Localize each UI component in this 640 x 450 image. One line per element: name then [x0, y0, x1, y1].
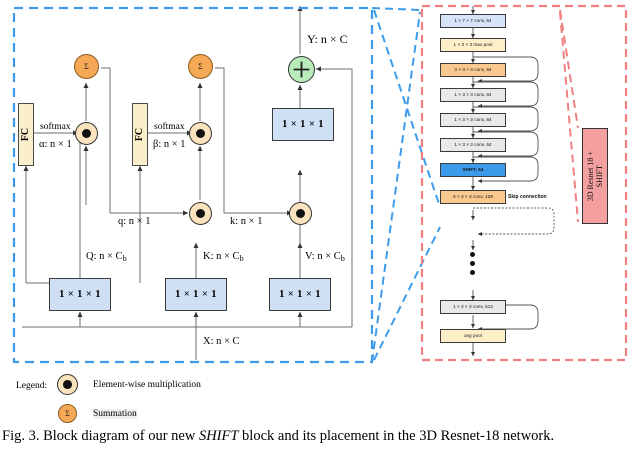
network-layer-0: 1 × 7 × 7 conv, 64 — [440, 14, 506, 28]
summation-alpha: Σ — [74, 54, 99, 79]
elementwise-multiply-beta — [189, 122, 212, 145]
output-projection-label: 1 × 1 × 1 — [282, 119, 324, 130]
legend-summation-icon: Σ — [58, 404, 77, 423]
alpha-weight-label: α: n × 1 — [39, 139, 72, 150]
elementwise-multiply-q — [189, 202, 212, 225]
network-layer-4-label: 1 × 3 × 3 conv, 64 — [454, 116, 492, 122]
elementwise-multiply-alpha — [75, 122, 98, 145]
fc-label-beta: FC — [134, 127, 146, 142]
residual-add-circle — [288, 56, 315, 83]
legend-multiply-icon — [57, 374, 78, 395]
fc-label-alpha: FC — [20, 127, 32, 142]
projection-label-v: 1 × 1 × 1 — [279, 289, 321, 300]
caption-part2: block and its placement in the 3D Resnet… — [238, 428, 555, 444]
network-layer-4: 1 × 3 × 3 conv, 64 — [440, 113, 506, 127]
network-layer-7: 3 × 3 × 3 conv, 128 — [440, 190, 506, 204]
summation-symbol-beta: Σ — [198, 62, 203, 71]
beta-weight-label: β: n × 1 — [153, 139, 186, 150]
network-side-label-line2: SHIFT — [595, 164, 604, 188]
network-layer-2-label: 3 × 3 × 3 conv, 64 — [454, 66, 492, 72]
summation-symbol-alpha: Σ — [84, 62, 89, 71]
caption-prefix: Fig. 3. — [2, 428, 40, 444]
ellipsis-dots — [470, 252, 475, 275]
softmax-label-beta: softmax — [154, 122, 185, 132]
stream-label-v: V: n × Cb — [305, 251, 345, 263]
network-layer-3-label: 1 × 3 × 3 conv, 64 — [454, 91, 492, 97]
network-layer-5-label: 1 × 3 × 3 conv, 64 — [454, 141, 492, 147]
network-layer-6-label: SHIFT, 64 — [462, 166, 484, 172]
stream-label-q: Q: n × Cb — [86, 251, 127, 263]
k-vector-label: k: n × 1 — [230, 216, 263, 227]
network-layer-0-label: 1 × 7 × 7 conv, 64 — [454, 17, 492, 23]
network-side-label: 3D Resnet 18 + SHIFT — [582, 128, 608, 224]
legend-summation-symbol: Σ — [65, 409, 70, 418]
plus-icon — [293, 61, 310, 78]
network-layer-2: 3 × 3 × 3 conv, 64 — [440, 63, 506, 77]
legend-multiply-label: Element-wise multiplication — [93, 380, 201, 390]
figure-caption: Fig. 3. Block diagram of our new SHIFT b… — [2, 428, 638, 445]
fc-box-beta: FC — [132, 103, 148, 166]
network-layer-1: 1 × 3 × 3 max pool — [440, 38, 506, 52]
network-layer-8-label: 1 × 3 × 3 conv, 512 — [453, 303, 493, 309]
network-layer-7-label: 3 × 3 × 3 conv, 128 — [453, 193, 493, 199]
q-vector-label: q: n × 1 — [118, 216, 151, 227]
network-layer-9-label: avg pool — [464, 332, 482, 338]
summation-beta: Σ — [188, 54, 213, 79]
network-layer-5: 1 × 3 × 3 conv, 64 — [440, 138, 506, 152]
projection-label-q: 1 × 1 × 1 — [59, 289, 101, 300]
projection-box-v: 1 × 1 × 1 — [269, 278, 331, 311]
caption-italic-term: SHIFT — [198, 428, 239, 444]
legend-summation-label: Summation — [93, 409, 137, 419]
network-layer-8: 1 × 3 × 3 conv, 512 — [440, 300, 506, 314]
network-layer-9: avg pool — [440, 329, 506, 343]
skip-connection-label: Skip connection — [508, 194, 547, 200]
projection-box-k: 1 × 1 × 1 — [165, 278, 227, 311]
elementwise-multiply-k — [289, 202, 312, 225]
network-layer-6-shift: SHIFT, 64 — [440, 163, 506, 177]
output-label-y: Y: n × C — [307, 32, 348, 46]
stream-label-k: K: n × Cb — [203, 251, 244, 263]
network-layer-3: 1 × 3 × 3 conv, 64 — [440, 88, 506, 102]
output-projection-box: 1 × 1 × 1 — [272, 108, 334, 141]
projection-box-q: 1 × 1 × 1 — [49, 278, 111, 311]
fc-box-alpha: FC — [18, 103, 34, 166]
network-layer-1-label: 1 × 3 × 3 max pool — [453, 41, 493, 47]
caption-part1: Block diagram of our new — [43, 428, 199, 444]
legend-title: Legend: — [16, 381, 48, 391]
input-label-x: X: n × C — [203, 336, 240, 347]
softmax-label-alpha: softmax — [40, 122, 71, 132]
network-side-label-line1: 3D Resnet 18 + — [585, 150, 595, 202]
projection-label-k: 1 × 1 × 1 — [175, 289, 217, 300]
